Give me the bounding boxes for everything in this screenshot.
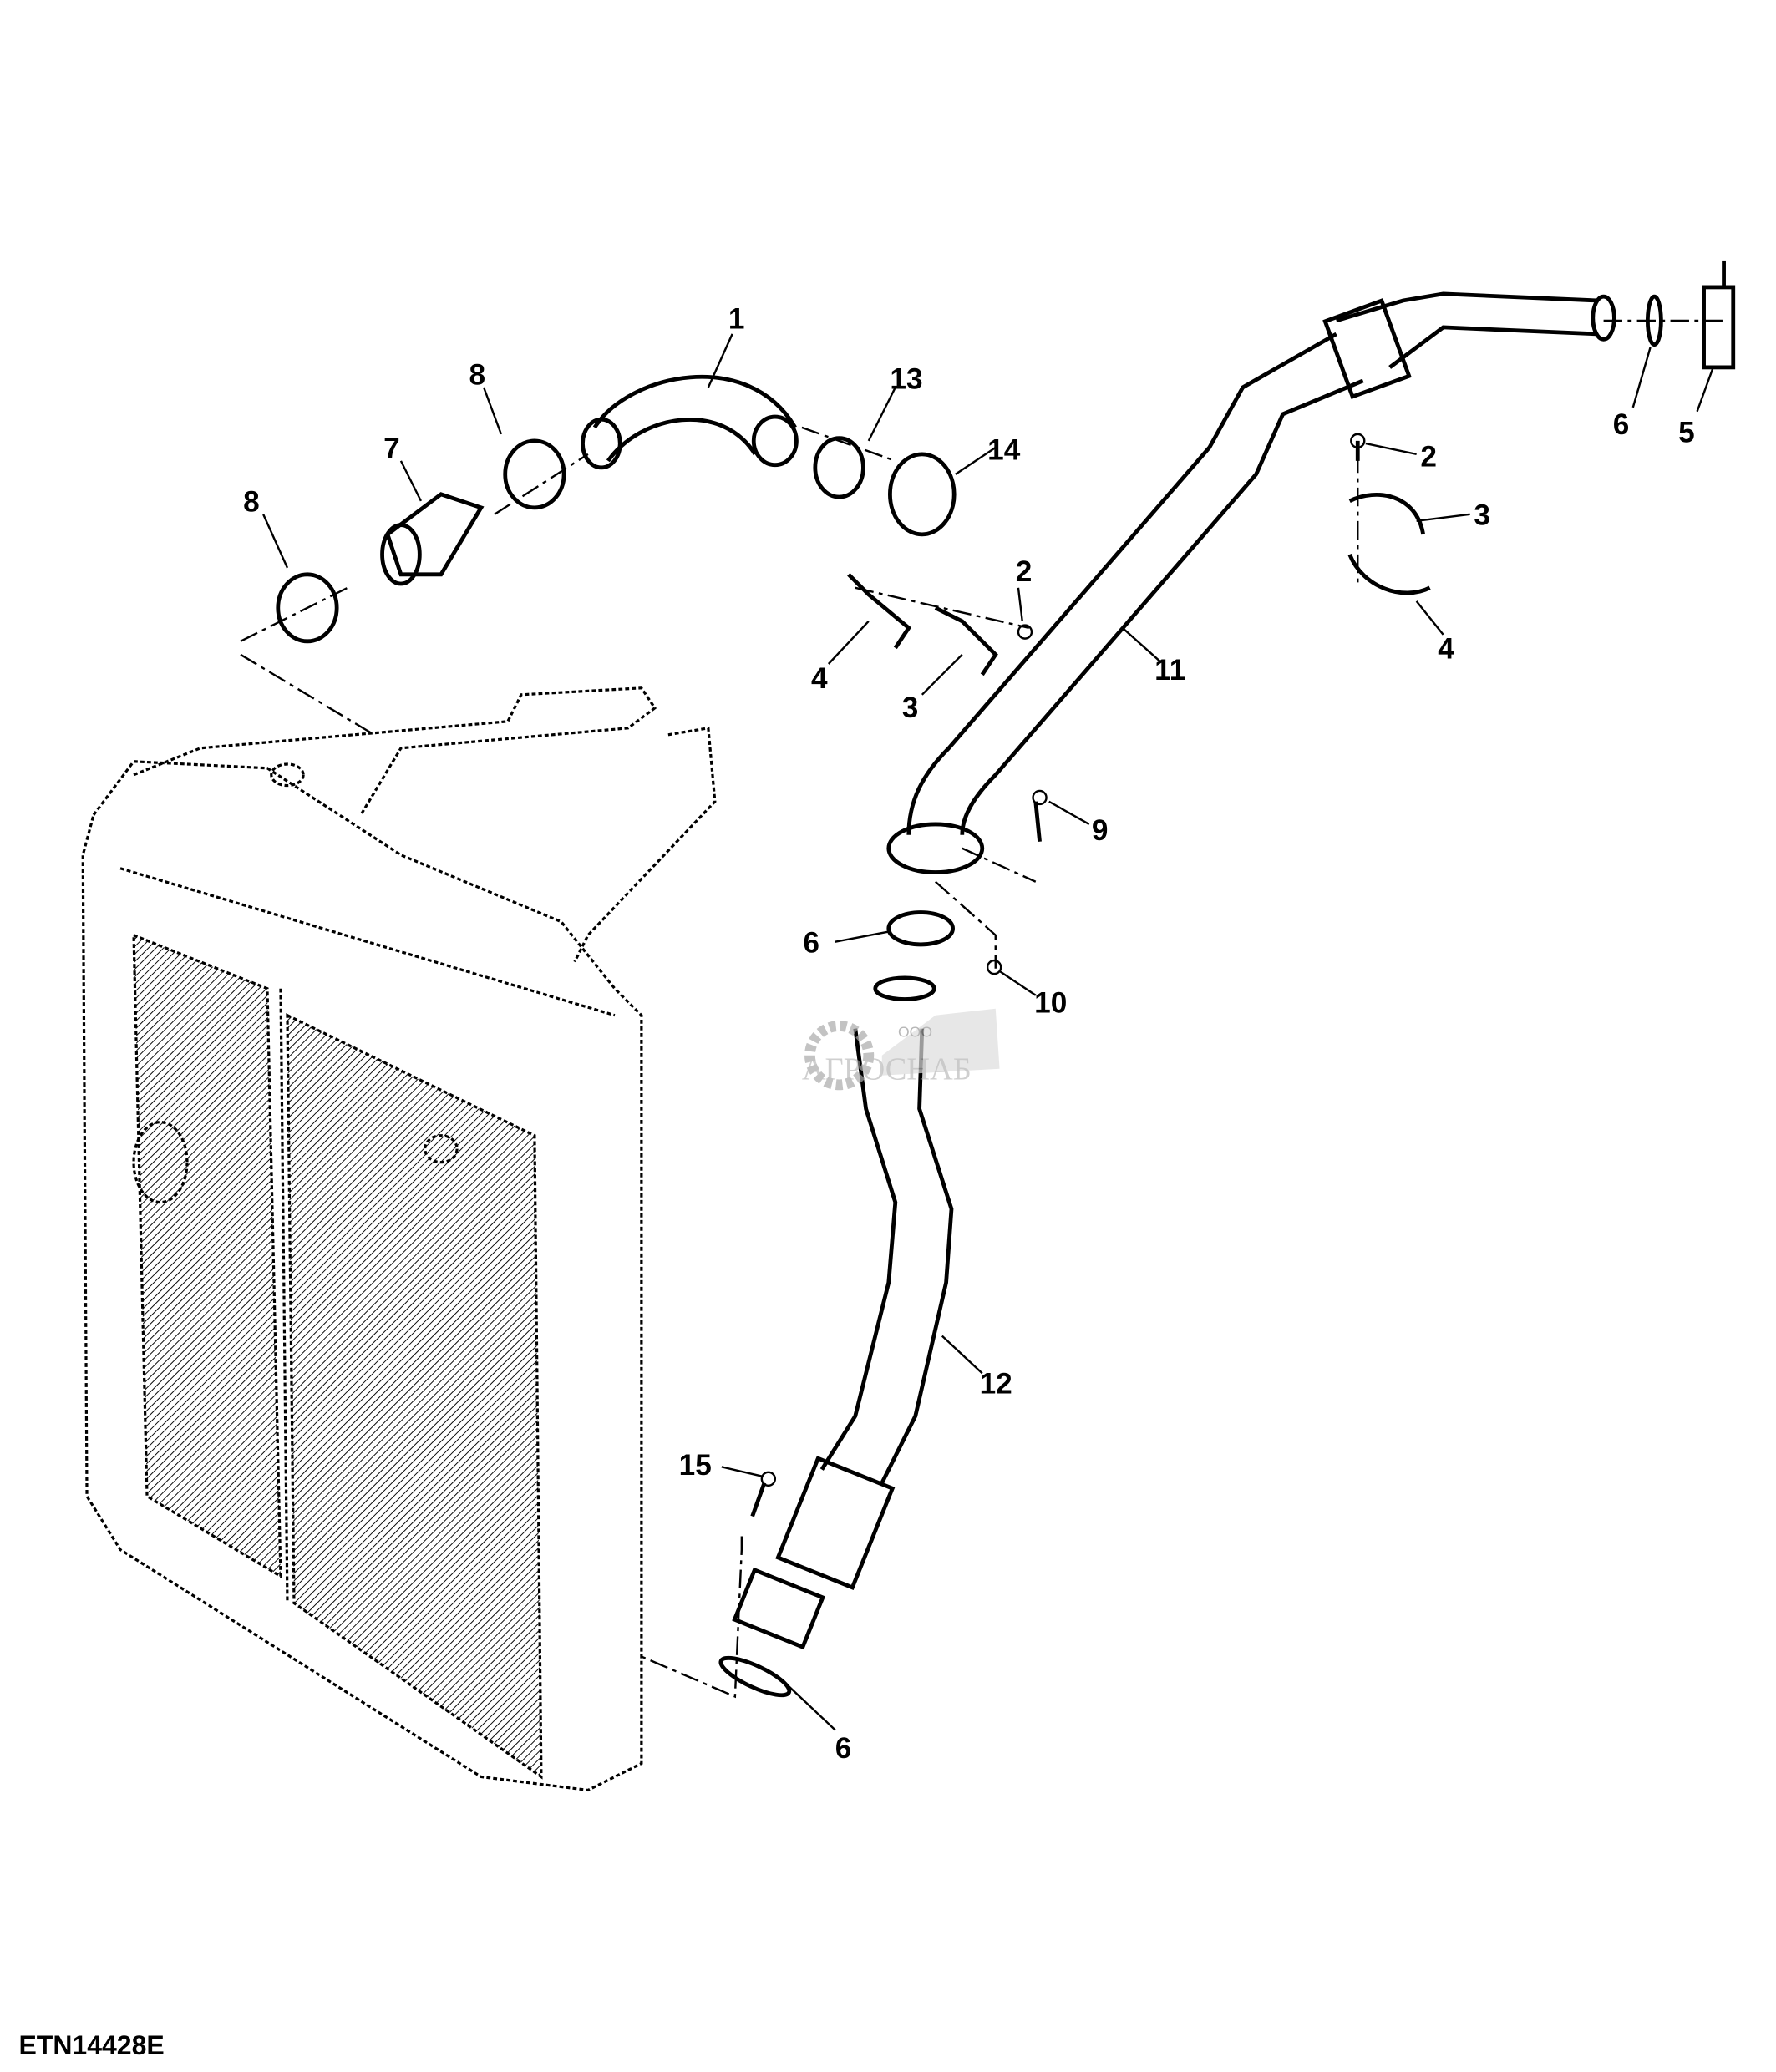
part-12-tube — [718, 975, 954, 1698]
watermark-prefix: ООО — [898, 1023, 932, 1040]
callout-1: 1 — [728, 303, 745, 336]
callout-2-right: 2 — [1420, 440, 1437, 473]
callout-4-left: 4 — [811, 662, 828, 695]
radiator-ghost — [81, 686, 717, 1792]
part-11-tube — [886, 291, 1616, 874]
callout-3-right: 3 — [1474, 499, 1490, 532]
callout-9: 9 — [1092, 814, 1109, 847]
callout-2-left: 2 — [1016, 555, 1033, 588]
callout-12: 12 — [980, 1367, 1012, 1400]
watermark-name: АГРОСНАБ — [802, 1051, 972, 1087]
callout-14: 14 — [987, 433, 1021, 466]
agrosnab-watermark: ООО АГРОСНАБ — [802, 1008, 1000, 1091]
figure-code: ETN14428E — [18, 2030, 164, 2060]
callout-13: 13 — [890, 362, 922, 395]
callout-6-bottom: 6 — [835, 1732, 852, 1765]
callout-6-mid: 6 — [803, 927, 819, 960]
part-14-clamp — [888, 452, 957, 537]
callout-3-left: 3 — [902, 692, 919, 724]
callout-11: 11 — [1154, 654, 1185, 686]
part-7-hose — [380, 492, 485, 586]
callout-6-top: 6 — [1613, 408, 1630, 441]
callout-8-top: 8 — [469, 359, 486, 392]
callout-7: 7 — [383, 433, 400, 465]
part-5-6-top — [1645, 260, 1736, 370]
leader-lines — [262, 333, 1714, 1731]
callout-5: 5 — [1678, 416, 1695, 448]
brackets-right — [1347, 493, 1431, 595]
part-1-elbow — [581, 375, 799, 470]
callout-10: 10 — [1034, 987, 1067, 1020]
callout-8-left: 8 — [243, 486, 260, 519]
fasteners — [750, 433, 1366, 1517]
part-6-oring-mid — [886, 910, 955, 947]
brackets-left — [847, 573, 998, 676]
callout-4-right: 4 — [1438, 633, 1454, 666]
part-8-clamps — [276, 438, 566, 644]
callout-labels: 1 2 2 3 3 4 4 5 6 6 6 7 8 8 9 10 11 12 1… — [243, 303, 1695, 1766]
part-13-oring — [813, 436, 865, 499]
callout-15: 15 — [679, 1449, 712, 1482]
